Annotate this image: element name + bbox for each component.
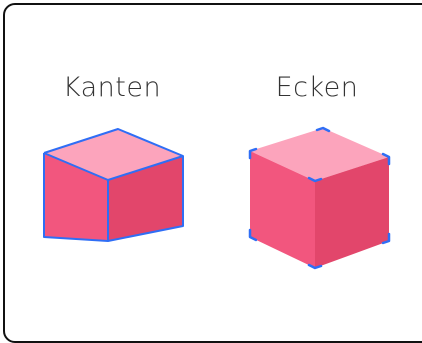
cube-diagram — [0, 0, 422, 324]
cube-vertices — [250, 128, 389, 268]
cube-edges — [44, 129, 183, 241]
